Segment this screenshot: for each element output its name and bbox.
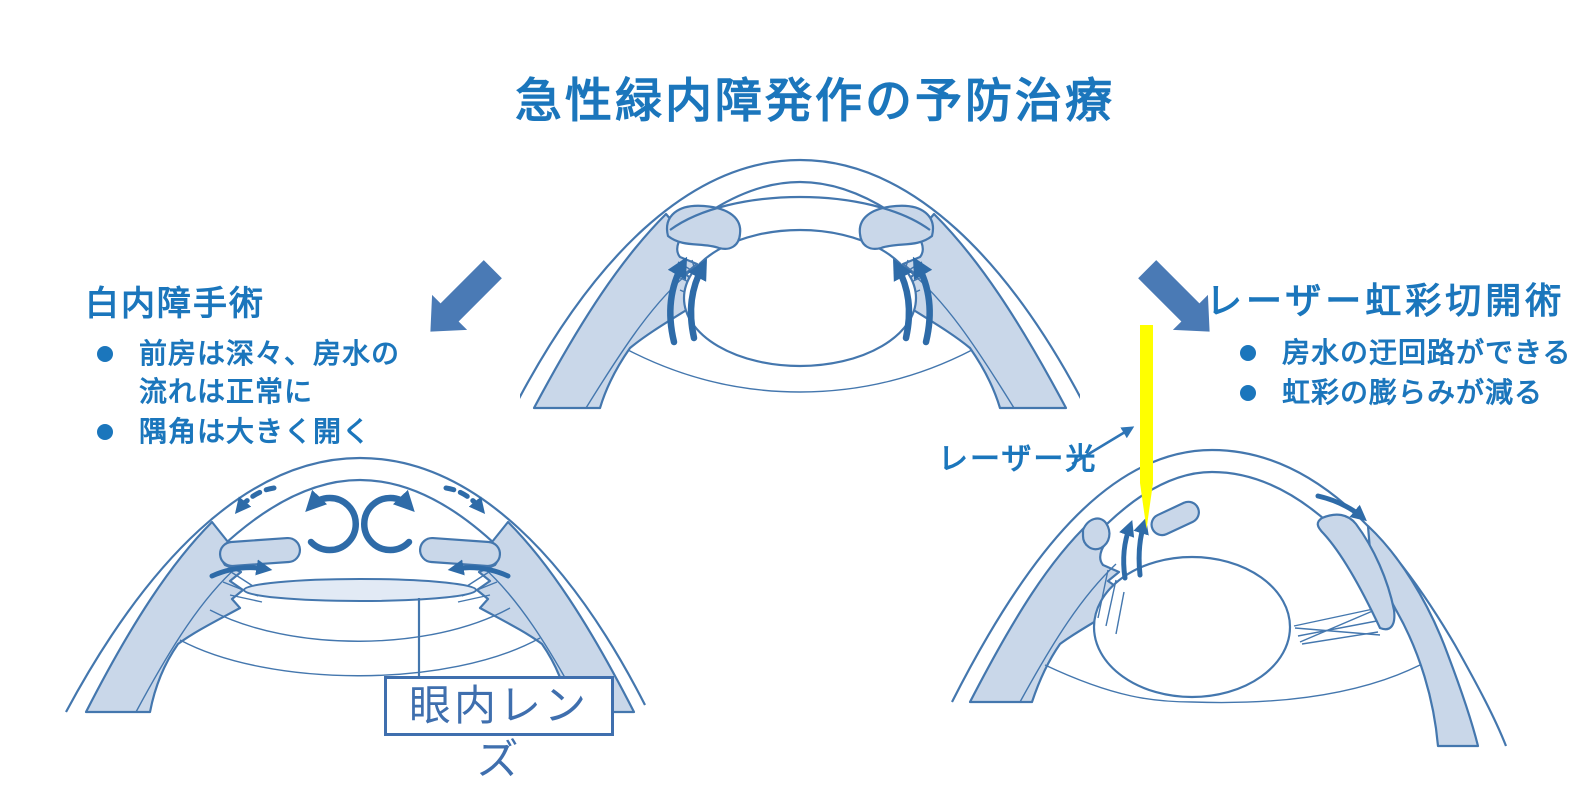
iris-flat-right — [418, 536, 502, 568]
iol-label-box: 眼内レンズ — [384, 676, 614, 783]
crystalline-lens — [682, 228, 918, 368]
posterior-capsule-line — [179, 637, 541, 677]
laser-label: レーザー光 — [938, 434, 1097, 478]
posterior-line-right — [1191, 664, 1421, 704]
bullet-text: 前房は深々、房水の 流れは正常に — [139, 338, 401, 407]
posterior-line-left — [627, 349, 801, 393]
iol-label-text: 眼内レンズ — [408, 682, 589, 783]
laser-beam-icon — [1140, 325, 1153, 529]
laser-iridotomy-panel: レーザー虹彩切開術 房水の迂回路ができる 虹彩の膨らみが減る — [1206, 272, 1595, 414]
posterior-line-right — [799, 349, 973, 393]
eye-diagram-laser-iridotomy — [951, 448, 1508, 748]
bullet-text: 隅角は大きく開く — [139, 416, 372, 447]
blocked-aqueous-flow-arrows — [667, 256, 933, 346]
bullet-dot-icon — [1240, 345, 1256, 361]
zonule-fibers — [1097, 569, 1383, 645]
cataract-surgery-heading: 白内障手術 — [85, 285, 265, 323]
ciliary-body-left — [968, 520, 1123, 704]
laser-pointer-arrow-icon — [1071, 426, 1135, 466]
ciliary-body-left — [532, 212, 701, 410]
iris-relaxed-right — [1316, 513, 1396, 631]
crystalline-lens — [1092, 555, 1292, 699]
bullet-item: 虹彩の膨らみが減る — [1228, 374, 1595, 412]
aqueous-circulation-arrows — [209, 485, 511, 579]
capsule-line — [209, 607, 511, 642]
laser-iridotomy-heading: レーザー虹彩切開術 — [1206, 280, 1566, 321]
bullet-item: 隅角は大きく開く — [85, 413, 485, 451]
page-title: 急性緑内障発作の予防治療 — [515, 74, 1115, 127]
cornea-inner-surface — [669, 196, 931, 231]
aqueous-bypass-arrows — [1119, 493, 1367, 581]
bullet-text: 虹彩の膨らみが減る — [1282, 377, 1544, 408]
iris-bulging-left — [665, 204, 742, 250]
zonule-fibers — [222, 569, 498, 603]
eye-diagram-cataract-surgery — [65, 456, 646, 714]
eye-diagram-pupillary-block — [520, 158, 1080, 410]
cataract-bullet-list: 前房は深々、房水の 流れは正常に 隅角は大きく開く — [85, 335, 485, 451]
laser-label-text: レーザー光 — [938, 443, 1098, 476]
iris-flap-at-iridotomy — [1150, 500, 1200, 537]
iris-bulging-right — [858, 204, 935, 250]
bullet-dot-icon — [97, 346, 113, 362]
ciliary-body-right — [899, 212, 1068, 410]
block-arrow-down-left-icon — [430, 260, 502, 332]
iris-flat-left — [218, 536, 302, 568]
bullet-dot-icon — [1240, 385, 1256, 401]
bullet-item: 房水の迂回路ができる — [1228, 334, 1595, 372]
cataract-surgery-panel: 白内障手術 前房は深々、房水の 流れは正常に 隅角は大きく開く — [85, 276, 485, 453]
posterior-line-left — [1044, 664, 1193, 703]
bullet-dot-icon — [97, 424, 113, 440]
block-arrow-down-right-icon — [1138, 260, 1210, 332]
sclera-band-right — [1366, 524, 1480, 748]
iris-stub-left — [1081, 517, 1111, 551]
intraocular-lens — [243, 578, 477, 602]
iridotomy-bullet-list: 房水の迂回路ができる 虹彩の膨らみが減る — [1228, 334, 1595, 412]
bullet-text: 房水の迂回路ができる — [1282, 337, 1572, 368]
bullet-item: 前房は深々、房水の 流れは正常に — [85, 335, 485, 411]
